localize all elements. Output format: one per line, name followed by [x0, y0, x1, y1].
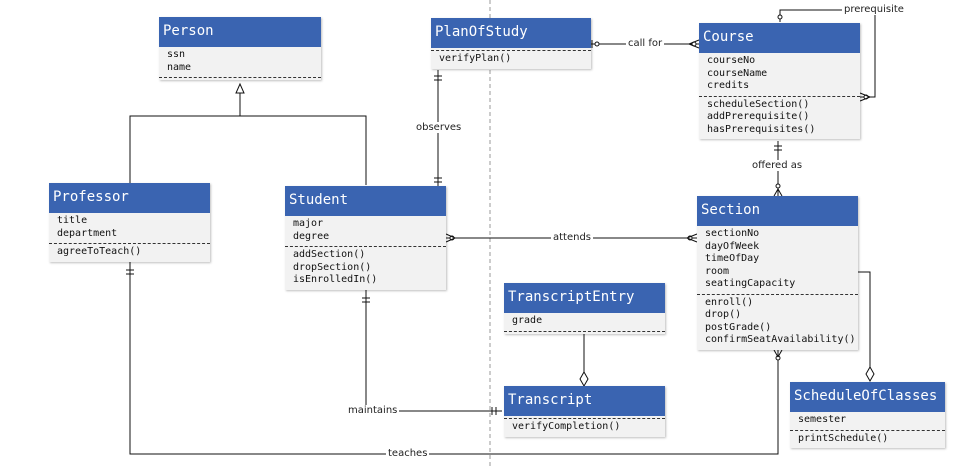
- teaches-label: teaches: [386, 448, 430, 459]
- attribute: credits: [707, 80, 750, 91]
- operation: isEnrolledIn(): [293, 274, 378, 285]
- operation: drop(): [705, 309, 742, 320]
- attends-section-crowfoot-1: [686, 233, 698, 239]
- call-for-crowfoot-1: [688, 39, 700, 45]
- attends-section-crowfoot-2: [686, 237, 698, 243]
- class-plan-of-study[interactable]: PlanOfStudy verifyPlan(): [431, 18, 591, 69]
- class-professor[interactable]: Professor title department agreeToTeach(…: [49, 183, 210, 262]
- attribute: courseNo: [707, 55, 756, 66]
- attribute: room: [705, 265, 730, 277]
- schedule-aggregation-diamond: [865, 365, 875, 383]
- prerequisite-crowfoot-1: [859, 92, 871, 98]
- prerequisite-crowfoot-2: [859, 96, 871, 102]
- operation: dropSection(): [293, 261, 372, 273]
- class-student[interactable]: Student major degree addSection() dropSe…: [285, 186, 446, 290]
- class-transcript-attributes: [504, 416, 665, 419]
- class-course-operations: scheduleSection() addPrerequisite() hasP…: [699, 97, 860, 140]
- attribute: grade: [512, 315, 543, 326]
- class-section-operations: enroll() drop() postGrade() confirmSeatA…: [697, 295, 858, 350]
- attribute: courseName: [707, 67, 768, 79]
- class-plan-of-study-attributes: [431, 48, 591, 51]
- prerequisite-label: prerequisite: [842, 4, 906, 15]
- attribute: major: [293, 218, 324, 229]
- call-for-end-circle: [594, 41, 600, 47]
- class-course-attributes: courseNo courseName credits: [699, 53, 860, 97]
- offered-as-circle: [775, 183, 781, 189]
- class-person-operations: [159, 78, 321, 80]
- operation: scheduleSection(): [707, 98, 810, 110]
- teaches-crowfoot-1: [773, 349, 779, 358]
- attends-label: attends: [551, 232, 594, 243]
- operation: agreeToTeach(): [57, 246, 142, 257]
- call-for-label: call for: [626, 38, 665, 49]
- maintains-connector: [365, 290, 502, 412]
- class-professor-title: Professor: [49, 183, 210, 213]
- schedule-connector: [858, 271, 871, 381]
- class-professor-attributes: title department: [49, 213, 210, 244]
- generalization-arrowhead: [235, 82, 245, 94]
- operation: addSection(): [293, 249, 366, 260]
- attribute: timeOfDay: [705, 253, 760, 264]
- prerequisite-top-circle: [777, 14, 783, 20]
- attribute: department: [57, 227, 118, 239]
- operation: printSchedule(): [798, 432, 889, 444]
- class-section[interactable]: Section sectionNo dayOfWeek timeOfDay ro…: [697, 196, 858, 350]
- class-schedule-of-classes[interactable]: ScheduleOfClasses semester printSchedule…: [790, 382, 945, 448]
- class-schedule-of-classes-title: ScheduleOfClasses: [790, 382, 945, 412]
- class-transcript-entry[interactable]: TranscriptEntry grade: [504, 283, 665, 334]
- class-professor-operations: agreeToTeach(): [49, 244, 210, 262]
- transcript-aggregation-diamond: [579, 370, 589, 388]
- class-plan-of-study-title: PlanOfStudy: [431, 18, 591, 48]
- teaches-crowfoot-2: [777, 349, 783, 358]
- attribute: degree: [293, 230, 330, 242]
- attends-student-crowfoot-1: [445, 233, 456, 239]
- operation: addPrerequisite(): [707, 111, 810, 122]
- generalization-connector: [129, 115, 367, 185]
- attribute: title: [57, 215, 88, 226]
- class-plan-of-study-operations: verifyPlan(): [431, 51, 591, 69]
- operation: hasPrerequisites(): [707, 123, 816, 135]
- class-transcript-entry-operations: [504, 332, 665, 334]
- class-transcript[interactable]: Transcript verifyCompletion(): [504, 386, 665, 437]
- class-student-attributes: major degree: [285, 216, 446, 247]
- class-schedule-of-classes-operations: printSchedule(): [790, 431, 945, 449]
- teaches-connector: [129, 262, 779, 455]
- operation: postGrade(): [705, 321, 772, 333]
- operation: confirmSeatAvailability(): [705, 334, 856, 345]
- class-transcript-operations: verifyCompletion(): [504, 419, 665, 437]
- class-student-operations: addSection() dropSection() isEnrolledIn(…: [285, 247, 446, 290]
- maintains-label: maintains: [346, 405, 400, 416]
- class-section-title: Section: [697, 196, 858, 226]
- offered-as-crowfoot-1: [773, 188, 779, 197]
- attribute: name: [167, 61, 192, 73]
- class-schedule-of-classes-attributes: semester: [790, 412, 945, 431]
- attribute: dayOfWeek: [705, 240, 760, 252]
- attribute: seatingCapacity: [705, 278, 796, 289]
- offered-as-label: offered as: [750, 160, 805, 171]
- class-section-attributes: sectionNo dayOfWeek timeOfDay room seati…: [697, 226, 858, 295]
- class-course-title: Course: [699, 23, 860, 53]
- class-person-title: Person: [159, 17, 321, 47]
- operation: verifyPlan(): [439, 53, 512, 64]
- attribute: sectionNo: [705, 228, 760, 239]
- class-transcript-title: Transcript: [504, 386, 665, 416]
- class-transcript-entry-title: TranscriptEntry: [504, 283, 665, 313]
- operation: enroll(): [705, 296, 754, 308]
- class-transcript-entry-attributes: grade: [504, 313, 665, 332]
- class-person[interactable]: Person ssn name: [159, 17, 321, 80]
- class-course[interactable]: Course courseNo courseName credits sched…: [699, 23, 860, 139]
- offered-as-crowfoot-2: [777, 188, 783, 197]
- attribute: semester: [798, 414, 847, 425]
- class-student-title: Student: [285, 186, 446, 216]
- class-person-attributes: ssn name: [159, 47, 321, 78]
- call-for-crowfoot-2: [688, 43, 700, 49]
- attends-student-crowfoot-2: [445, 237, 456, 243]
- observes-label: observes: [414, 122, 464, 133]
- operation: verifyCompletion(): [512, 421, 621, 432]
- attribute: ssn: [167, 49, 186, 60]
